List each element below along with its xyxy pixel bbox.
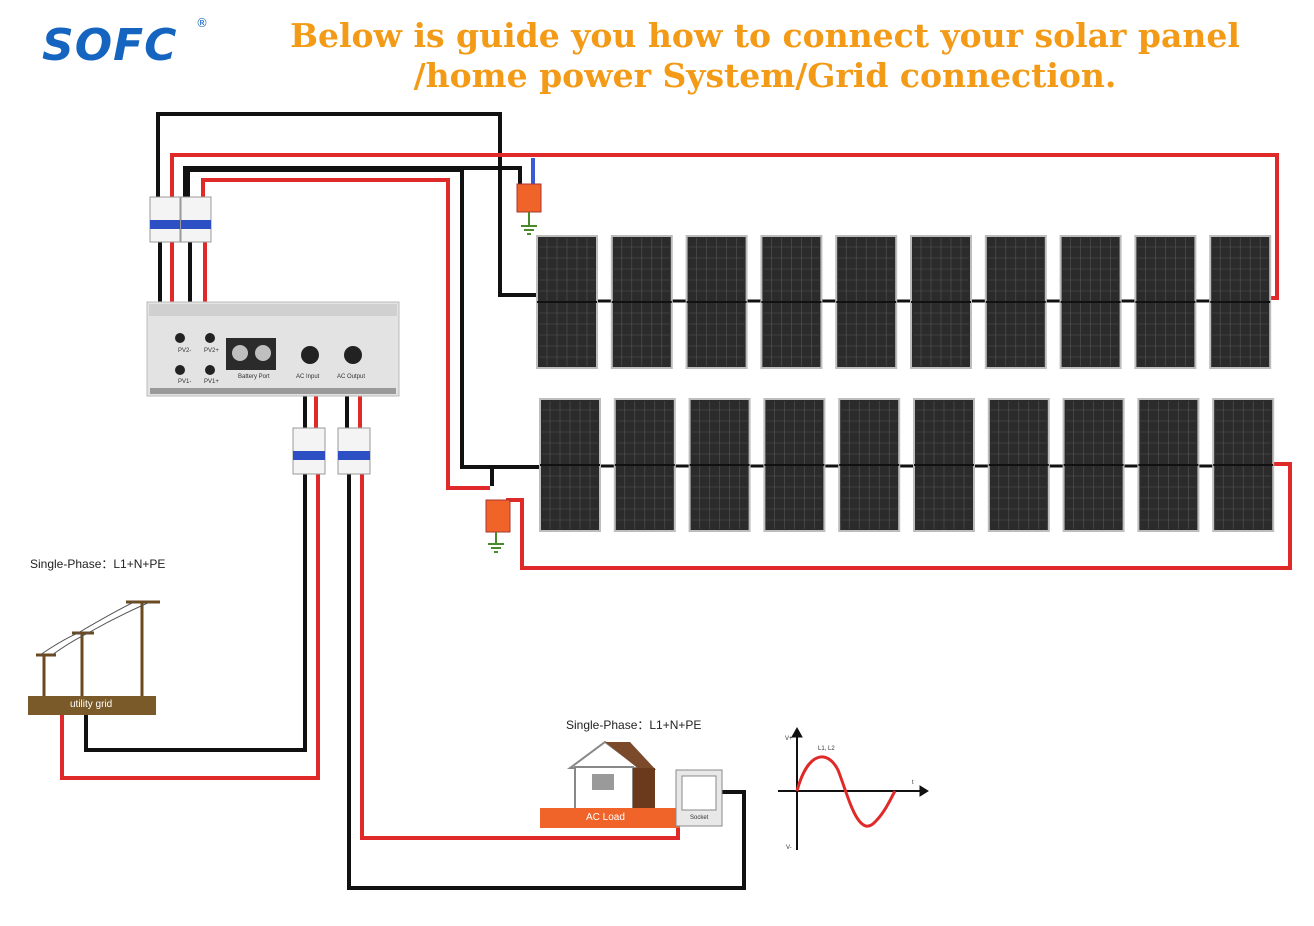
- solar-panel: [835, 235, 898, 369]
- pv-breaker-right: [180, 196, 212, 243]
- solar-panel: [987, 398, 1050, 532]
- title-line-1: Below is guide you how to connect your s…: [290, 16, 1240, 55]
- waveform: [778, 726, 929, 850]
- solar-panel: [910, 235, 972, 369]
- solar-panel: [838, 398, 901, 532]
- waveform-legend: L1, L2: [818, 746, 835, 752]
- title-line-2: /home power System/Grid connection.: [413, 56, 1117, 95]
- inverter-top: [149, 304, 397, 316]
- socket: [675, 769, 723, 827]
- sine-wave: [795, 755, 897, 828]
- grid-phase-label: Single-Phase：L1+N+PE: [30, 557, 166, 571]
- solar-panel: [685, 235, 748, 369]
- pv2-positive-wire-a: [201, 178, 490, 490]
- inverter-vent: [150, 388, 396, 394]
- pv-terminal-label-2: PV2+: [204, 348, 219, 354]
- solar-panel: [1059, 235, 1122, 369]
- logo-registered-mark: ®: [196, 16, 208, 30]
- ac-load-bar: [540, 808, 680, 828]
- house: [540, 740, 680, 828]
- waveform-t-label: t: [912, 780, 914, 786]
- pv-terminal-4: [205, 365, 215, 375]
- load-black-wire: [347, 472, 746, 890]
- solar-panel: [1062, 398, 1125, 532]
- pv1-negative-wire: [156, 112, 540, 297]
- pv1-positive-wire: [170, 153, 1279, 300]
- pv-terminal-label-1: PV2-: [178, 348, 192, 354]
- logo: SOFC ®: [36, 14, 216, 84]
- solar-panel: [760, 235, 823, 369]
- ac-out-breaker: [337, 427, 371, 475]
- ac-in-port: [301, 346, 319, 364]
- socket-label: Socket: [690, 815, 709, 821]
- grid-red-wire: [60, 472, 320, 780]
- solar-array: [536, 235, 1275, 532]
- battery-terminal-1: [232, 345, 248, 361]
- pv-terminal-2: [205, 333, 215, 343]
- pv-terminal-1: [175, 333, 185, 343]
- battery-port-label: Battery Port: [238, 374, 270, 380]
- waveform-v-minus: V-: [786, 845, 792, 851]
- grid-black-wire: [84, 472, 307, 752]
- solar-panel: [913, 398, 975, 532]
- pv2-positive-wire-b: [506, 462, 1292, 570]
- solar-panel: [1209, 235, 1272, 369]
- ac-in-breaker: [292, 427, 326, 475]
- battery-terminal-2: [255, 345, 271, 361]
- inverter: [146, 301, 400, 397]
- home-phase-label: Single-Phase：L1+N+PE: [566, 718, 702, 732]
- solar-panel: [984, 235, 1047, 369]
- pv-terminal-3: [175, 365, 185, 375]
- ac-in-label: AC Input: [296, 374, 320, 380]
- pv2-negative-wire: [186, 168, 540, 469]
- spd-top: [516, 183, 542, 235]
- spd1-black-wire: [183, 166, 522, 200]
- solar-panel: [610, 235, 673, 369]
- utility-grid-bar: [28, 696, 156, 715]
- solar-panel: [613, 398, 676, 532]
- ac-out-label: AC Output: [337, 374, 366, 380]
- pv-breaker-left: [149, 196, 181, 243]
- solar-panel: [688, 398, 751, 532]
- pv-terminal-label-4: PV1+: [204, 379, 219, 385]
- spd-bottom: [485, 499, 511, 553]
- breakers: [149, 196, 371, 475]
- page-title: Below is guide you how to connect your s…: [290, 16, 1240, 96]
- pv-terminal-label-3: PV1-: [178, 379, 192, 385]
- solar-panel: [536, 235, 598, 369]
- ac-load-label: AC Load: [586, 812, 625, 823]
- utility-grid-label: utility grid: [70, 699, 113, 710]
- logo-text: SOFC: [42, 20, 178, 71]
- solar-panel: [1137, 398, 1200, 532]
- waveform-v-plus: V+: [785, 736, 793, 742]
- solar-panel: [1212, 398, 1275, 532]
- solar-panel: [1134, 235, 1197, 369]
- solar-panel: [539, 398, 601, 532]
- solar-panel: [763, 398, 826, 532]
- ac-out-port: [344, 346, 362, 364]
- utility-poles: [36, 600, 160, 697]
- surge-protectors: [485, 183, 542, 553]
